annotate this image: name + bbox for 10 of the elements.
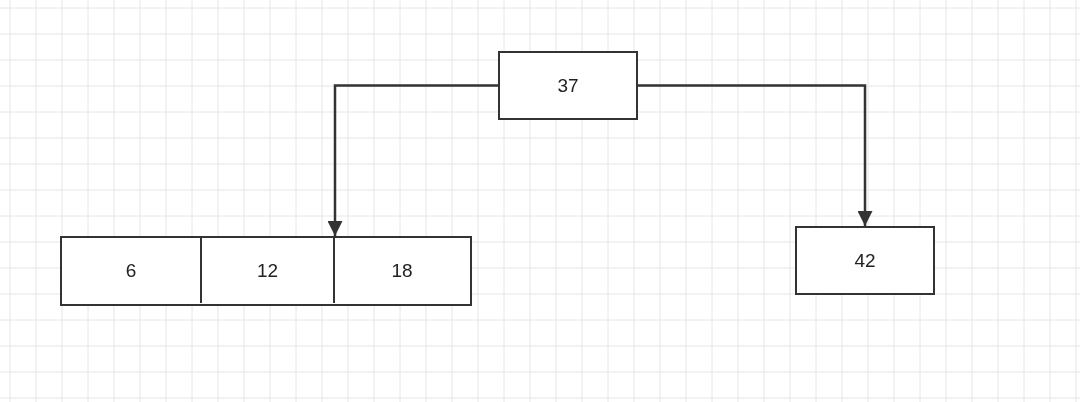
node-box bbox=[498, 51, 638, 120]
node-value: 12 bbox=[256, 259, 279, 282]
node-value: 37 bbox=[557, 74, 579, 97]
arrow bbox=[327, 84, 498, 236]
arrow bbox=[638, 84, 873, 226]
array-box bbox=[60, 236, 472, 306]
node-value: 18 bbox=[391, 259, 413, 282]
node-value: 6 bbox=[125, 259, 137, 282]
node-value: 42 bbox=[854, 249, 876, 272]
node-box bbox=[795, 226, 935, 295]
